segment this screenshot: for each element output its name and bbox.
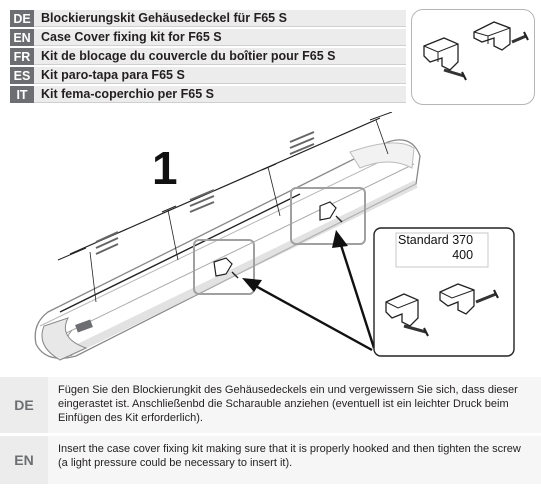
- title-row-de: DE Blockierungskit Gehäusedeckel für F65…: [10, 10, 406, 27]
- title-en: Case Cover fixing kit for F65 S: [34, 29, 406, 46]
- pointer-arrows: [242, 230, 376, 352]
- title-de: Blockierungskit Gehäusedeckel für F65 S: [34, 10, 406, 27]
- kit-parts-image: [423, 21, 529, 81]
- kit-thumbnail: [411, 9, 535, 105]
- instruction-code-en: EN: [14, 452, 34, 468]
- dimension-lines: [57, 112, 393, 303]
- lang-code-en: EN: [10, 29, 34, 46]
- lang-code-es: ES: [10, 67, 34, 84]
- title-fr: Kit de blocage du couvercle du boîtier p…: [34, 48, 406, 65]
- title-it: Kit fema-coperchio per F65 S: [34, 86, 406, 103]
- lang-code-fr: FR: [10, 48, 34, 65]
- highlight-box-right: [290, 187, 366, 245]
- title-es: Kit paro-tapa para F65 S: [34, 67, 406, 84]
- title-row-it: IT Kit fema-coperchio per F65 S: [10, 86, 406, 103]
- clip-part-right: [473, 21, 529, 51]
- clip-part-left: [423, 37, 467, 81]
- title-row-en: EN Case Cover fixing kit for F65 S: [10, 29, 406, 46]
- lang-code-de: DE: [10, 10, 34, 27]
- instruction-text-de: Fügen Sie den Blockierungkit des Gehäuse…: [48, 377, 541, 433]
- title-row-fr: FR Kit de blocage du couvercle du boîtie…: [10, 48, 406, 65]
- instruction-code-de: DE: [14, 397, 34, 413]
- awning-case: [34, 139, 421, 361]
- instruction-en: EN Insert the case cover fixing kit maki…: [0, 436, 541, 484]
- instruction-de: DE Fügen Sie den Blockierungkit des Gehä…: [0, 377, 541, 433]
- callout-clip-left: [385, 293, 429, 337]
- callout-label: Standard 370 400: [398, 233, 473, 263]
- lang-code-it: IT: [10, 86, 34, 103]
- step-number: 1: [152, 142, 178, 194]
- title-table: DE Blockierungskit Gehäusedeckel für F65…: [10, 10, 406, 105]
- callout-clip-right: [439, 283, 499, 315]
- callout-line-1: Standard 370: [398, 233, 474, 247]
- highlight-box-left: [193, 239, 255, 295]
- installation-illustration: 1: [34, 112, 515, 361]
- title-row-es: ES Kit paro-tapa para F65 S: [10, 67, 406, 84]
- instruction-text-en: Insert the case cover fixing kit making …: [48, 436, 541, 484]
- callout-line-2: 400: [452, 248, 474, 262]
- callout-box: [373, 227, 515, 357]
